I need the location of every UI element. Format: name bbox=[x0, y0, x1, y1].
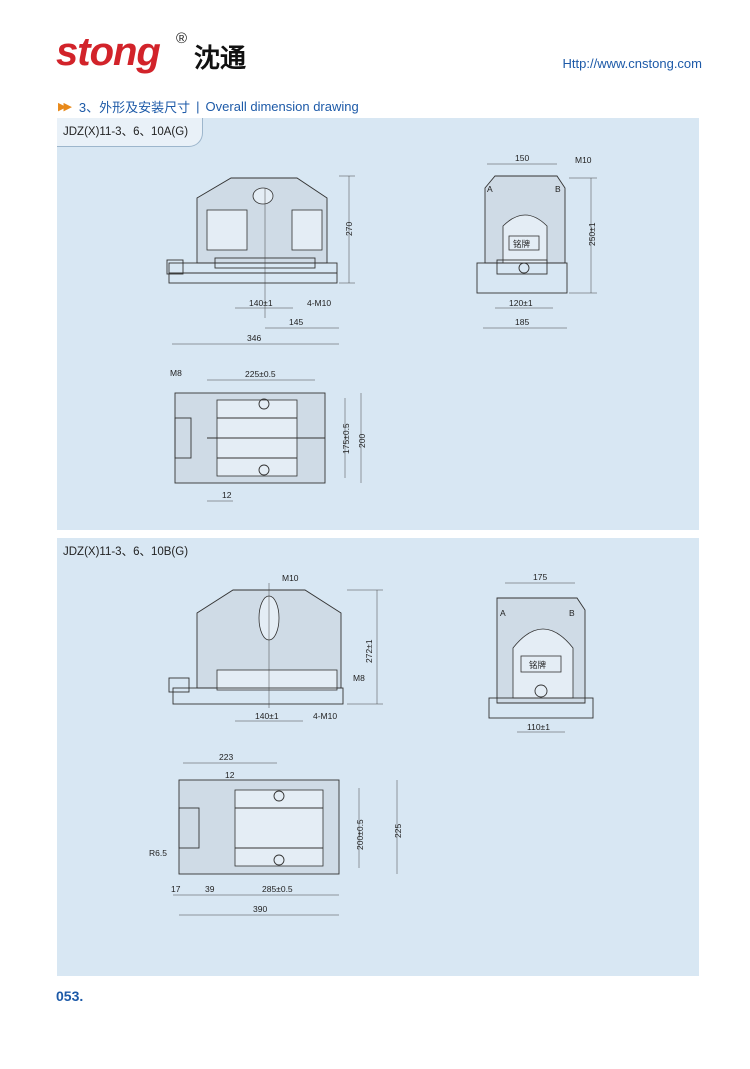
dim-m10-b: M10 bbox=[282, 573, 299, 583]
dimension-drawing-a: 270 140±1 4-M10 145 346 铭牌 150 M10 A B bbox=[166, 153, 597, 502]
dim-250: 250±1 bbox=[587, 222, 597, 246]
terminal-b-label-b: B bbox=[569, 608, 575, 618]
dim-285: 285±0.5 bbox=[262, 884, 293, 894]
brand-logo: stong ® 沈通 bbox=[56, 30, 286, 80]
brand-chinese-name: 沈通 bbox=[194, 43, 247, 73]
terminal-b-label: B bbox=[555, 184, 561, 194]
side-view-a: 铭牌 150 M10 A B 250±1 120±1 185 bbox=[476, 153, 597, 329]
terminal-a-label: A bbox=[487, 184, 493, 194]
logo-text: stong bbox=[56, 30, 161, 74]
dim-140-b: 140±1 bbox=[255, 711, 279, 721]
dim-r65: R6.5 bbox=[149, 848, 167, 858]
dim-225: 225±0.5 bbox=[245, 369, 276, 379]
dimension-drawing-b: M10 272±1 M8 140±1 4-M10 铭牌 175 A B 110±… bbox=[149, 572, 594, 916]
dim-4-m10-b: 4-M10 bbox=[313, 711, 337, 721]
nameplate-label-b: 铭牌 bbox=[529, 660, 547, 670]
dim-150: 150 bbox=[515, 153, 529, 163]
dim-120: 120±1 bbox=[509, 298, 533, 308]
dim-270: 270 bbox=[344, 222, 354, 236]
dim-225-b: 225 bbox=[393, 824, 403, 838]
double-arrow-icon: ▶▶ bbox=[58, 101, 72, 113]
top-view-b: 223 12 R6.5 200±0.5 225 17 39 285±0.5 39… bbox=[149, 752, 403, 916]
dim-200-b: 200±0.5 bbox=[355, 819, 365, 850]
dim-223: 223 bbox=[219, 752, 233, 762]
section-separator: | bbox=[196, 99, 200, 114]
section-number-title: 3、外形及安装尺寸 bbox=[78, 100, 191, 115]
dim-346: 346 bbox=[247, 333, 261, 343]
drawing-panel-b: JDZ(X)11-3、6、10B(G) M10 272±1 M8 140±1 4… bbox=[57, 538, 699, 976]
dim-12-a: 12 bbox=[222, 490, 232, 500]
model-tab-b: JDZ(X)11-3、6、10B(G) bbox=[63, 546, 189, 558]
dim-110: 110±1 bbox=[527, 722, 550, 732]
dim-390: 390 bbox=[253, 904, 267, 914]
side-view-b: 铭牌 175 A B 110±1 bbox=[488, 572, 594, 733]
section-heading: ▶▶ 3、外形及安装尺寸 | Overall dimension drawing bbox=[58, 97, 359, 116]
dim-175: 175±0.5 bbox=[341, 423, 351, 454]
dim-m8-b: M8 bbox=[353, 673, 365, 683]
page-number: 053. bbox=[56, 988, 84, 1004]
dim-4-m10-a: 4-M10 bbox=[307, 298, 331, 308]
front-view-a: 270 140±1 4-M10 145 346 bbox=[166, 175, 355, 345]
nameplate-label-a: 铭牌 bbox=[513, 239, 531, 249]
dim-m8-a: M8 bbox=[170, 368, 182, 378]
dim-m10-side-a: M10 bbox=[575, 155, 592, 165]
dim-175-b: 175 bbox=[533, 572, 547, 582]
section-title-en: Overall dimension drawing bbox=[205, 99, 359, 114]
registered-mark: ® bbox=[176, 30, 188, 47]
dim-272: 272±1 bbox=[364, 639, 374, 663]
dim-12-b: 12 bbox=[225, 770, 235, 780]
model-tab-a: JDZ(X)11-3、6、10A(G) bbox=[57, 118, 204, 147]
dim-39: 39 bbox=[205, 884, 215, 894]
dim-200-a: 200 bbox=[357, 434, 367, 448]
front-view-b: M10 272±1 M8 140±1 4-M10 bbox=[168, 573, 383, 722]
website-link[interactable]: Http://www.cnstong.com bbox=[562, 56, 702, 71]
terminal-a-label-b: A bbox=[500, 608, 506, 618]
dim-145: 145 bbox=[289, 317, 303, 327]
dim-185: 185 bbox=[515, 317, 529, 327]
dim-17: 17 bbox=[171, 884, 181, 894]
top-view-a: M8 225±0.5 175±0.5 200 12 bbox=[170, 368, 367, 502]
dim-140-a: 140±1 bbox=[249, 298, 273, 308]
drawing-panel-a: JDZ(X)11-3、6、10A(G) 270 140±1 4-M10 145 … bbox=[57, 118, 699, 530]
